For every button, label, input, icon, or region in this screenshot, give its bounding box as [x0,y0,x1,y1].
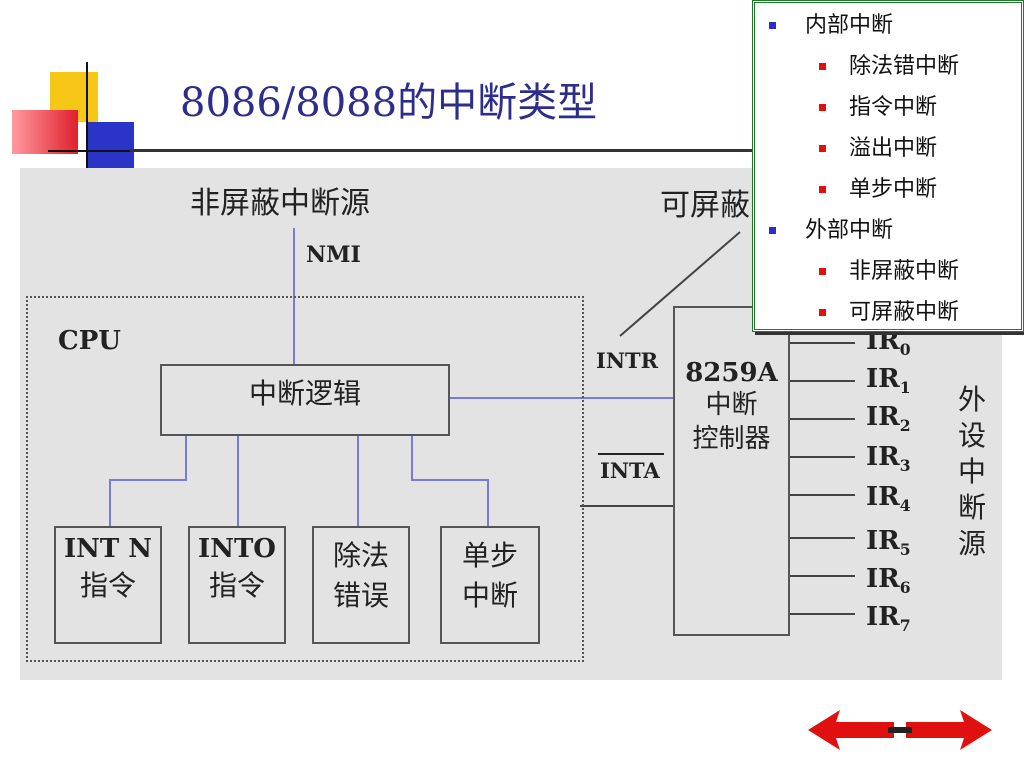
popup-item-single-step: 单步中断 [755,169,1021,210]
nmi-label: NMI [306,242,361,268]
div-error-line1: 除法 [332,539,389,572]
bullet-icon [819,309,826,316]
ir-label-4: IR4 [866,482,911,516]
int-n-line1: INT N [63,534,153,564]
ir-label-1: IR1 [866,364,911,398]
arrow-divider [888,727,912,733]
popup-item-nmi: 非屏蔽中断 [755,251,1021,292]
mask-source-label: 可屏蔽 [660,188,750,223]
pic-line2: 中断 [705,390,758,420]
page-title: 8086/8088的中断类型 [180,80,598,126]
arrow-left-icon[interactable] [808,710,894,750]
ir-wires [788,342,855,615]
bullet-icon [769,22,776,29]
title-underline [130,149,1024,152]
nav-arrows [808,710,992,750]
popup-item-overflow: 溢出中断 [755,128,1021,169]
ir-label-7: IR7 [866,602,911,636]
int-n-box: INT N 指令 [54,526,162,644]
div-error-box: 除法 错误 [312,526,410,644]
popup-item-div-error: 除法错中断 [755,46,1021,87]
pic-8259a-box: 8259A 中断 控制器 [673,306,790,636]
popup-item-instruction: 指令中断 [755,87,1021,128]
inta-label: INTA [600,458,660,483]
popup-item-maskable: 可屏蔽中断 [755,292,1021,333]
bullet-icon [769,227,776,234]
interrupt-type-popup: 内部中断 除法错中断 指令中断 溢出中断 单步中断 外部中断 非屏蔽中断 可屏 [752,0,1024,332]
nmi-source-label: 非屏蔽中断源 [190,186,370,221]
cpu-label: CPU [58,326,121,356]
into-line2: 指令 [208,569,265,602]
interrupt-logic-label: 中断逻辑 [248,377,361,410]
single-step-line1: 单步 [461,539,518,572]
pic-line3: 控制器 [692,424,771,454]
ir-label-5: IR5 [866,526,911,560]
external-source-label: 外 设 中 断 源 [957,383,986,560]
cpu-region [26,296,584,662]
mask-source-wire [619,231,741,337]
popup-item-external: 外部中断 [755,210,1021,251]
popup-item-internal: 内部中断 [755,5,1021,46]
bullet-icon [819,145,826,152]
wire-step [411,434,489,528]
ir-label-2: IR2 [866,402,911,436]
wire-intn [109,434,187,528]
single-step-line2: 中断 [461,579,518,612]
single-step-box: 单步 中断 [440,526,540,644]
intr-label: INTR [596,348,659,373]
arrow-right-icon[interactable] [906,710,992,750]
ir-label-3: IR3 [866,442,911,476]
int-n-line2: 指令 [79,569,136,602]
ir-label-6: IR6 [866,564,911,598]
bullet-icon [819,186,826,193]
bullet-icon [819,63,826,70]
bullet-icon [819,268,826,275]
into-line1: INTO [198,534,276,564]
bullet-icon [819,104,826,111]
into-box: INTO 指令 [188,526,286,644]
pic-name: 8259A [685,358,778,388]
interrupt-logic-box: 中断逻辑 [160,364,450,436]
div-error-line2: 错误 [332,579,389,612]
logo-decoration [12,60,136,180]
